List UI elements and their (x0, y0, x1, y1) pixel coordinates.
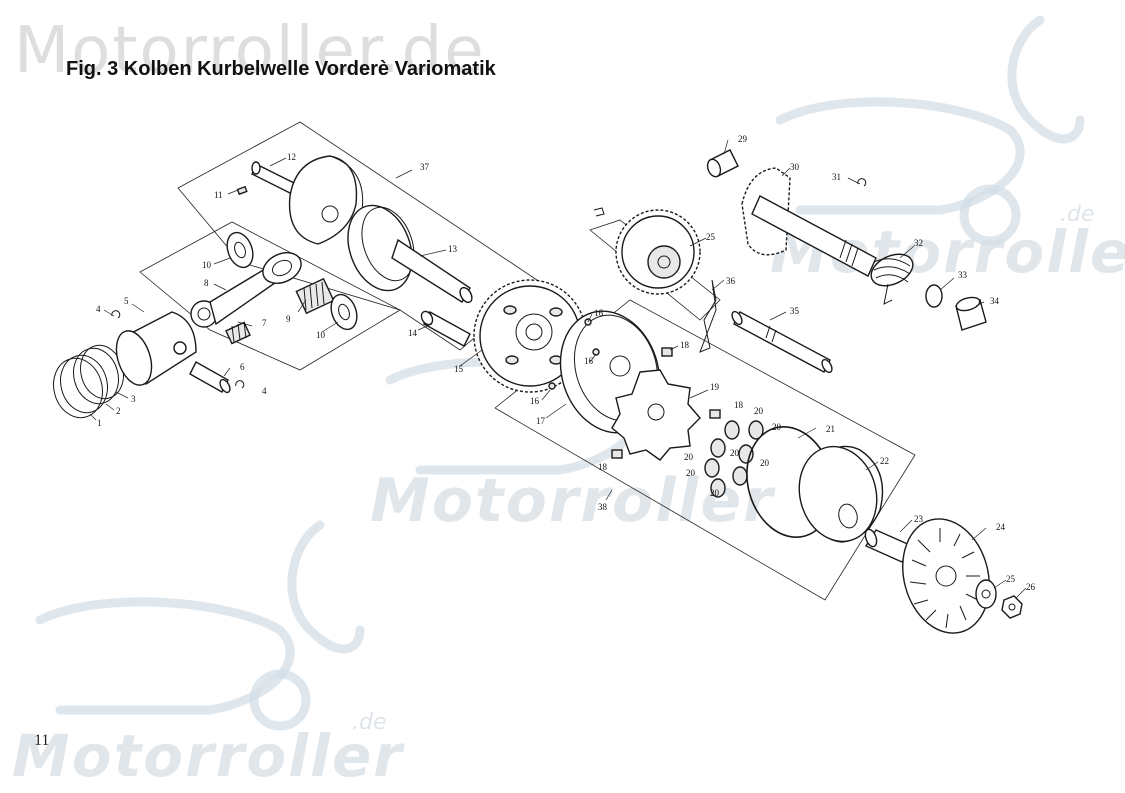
label-10-lower: 10 (316, 330, 326, 340)
label-30: 30 (790, 162, 800, 172)
label-4-lower: 4 (262, 386, 267, 396)
label-36: 36 (726, 276, 736, 286)
label-16-lower: 16 (530, 396, 540, 406)
label-16-mid: 16 (584, 356, 594, 366)
label-18-lower: 18 (598, 462, 608, 472)
piston-pin (189, 361, 231, 394)
label-35: 35 (790, 306, 800, 316)
needle-bearing-small (225, 321, 251, 345)
connecting-rod (190, 252, 302, 328)
label-6: 6 (240, 362, 245, 372)
part-number-labels: 1 2 3 4 5 6 4 7 8 9 10 10 11 12 13 14 15… (96, 134, 1036, 592)
needle-bearing-large (295, 277, 335, 315)
label-1: 1 (97, 418, 102, 428)
dowel-pin-b (592, 348, 600, 356)
label-20-e: 20 (686, 468, 696, 478)
watermark-bottom-tld: .de (352, 710, 387, 735)
starter-pinion-gear (615, 209, 701, 295)
leader-lines (89, 139, 1027, 599)
watermark-right-tld: .de (1060, 202, 1095, 227)
label-8: 8 (204, 278, 209, 288)
dowel-pin-c (548, 382, 556, 390)
label-14: 14 (408, 328, 418, 338)
label-4-upper: 4 (96, 304, 101, 314)
label-20-f: 20 (760, 458, 770, 468)
label-38: 38 (598, 502, 608, 512)
label-29: 29 (738, 134, 748, 144)
crank-pin (420, 310, 471, 347)
starter-ring-gear (473, 279, 587, 393)
variator-rollers (704, 420, 764, 498)
scooter-watermark-right (775, 15, 1085, 246)
label-37: 37 (420, 162, 430, 172)
pulley-washer (975, 579, 997, 609)
kickstart-spring (870, 253, 914, 305)
woodruff-key (236, 185, 248, 196)
label-33: 33 (958, 270, 968, 280)
label-3: 3 (131, 394, 136, 404)
spring-washer (925, 284, 943, 308)
figure-title: Fig. 3 Kolben Kurbelwelle Vorderè Variom… (66, 58, 496, 80)
crankshaft-right-half (347, 204, 473, 304)
label-20-a: 20 (754, 406, 764, 416)
page-number: 11 (34, 732, 50, 749)
ramp-plate (611, 369, 701, 461)
kickstart-gear-shaft (741, 167, 877, 277)
label-15: 15 (454, 364, 464, 374)
scooter-watermark-left (35, 520, 365, 731)
retaining-spring (699, 279, 717, 353)
fan-pulley (902, 518, 990, 634)
variator-bushing (864, 528, 914, 563)
pulley-nut (1001, 595, 1023, 619)
label-22: 22 (880, 456, 889, 466)
end-bush (955, 296, 987, 331)
shaft-bush (706, 149, 739, 178)
label-26: 26 (1026, 582, 1036, 592)
circlip-a (111, 310, 121, 319)
label-18-mid: 18 (734, 400, 744, 410)
label-24: 24 (996, 522, 1006, 532)
label-19: 19 (710, 382, 720, 392)
slider-a (661, 347, 673, 357)
variator-pulley (798, 445, 884, 543)
label-9: 9 (286, 314, 291, 324)
label-31: 31 (832, 172, 841, 182)
label-32: 32 (914, 238, 923, 248)
label-12: 12 (287, 152, 296, 162)
label-2: 2 (116, 406, 121, 416)
label-7: 7 (262, 318, 267, 328)
crankshaft-left-half (251, 155, 364, 245)
slider-b (709, 409, 721, 419)
label-20-d: 20 (730, 448, 740, 458)
label-17: 17 (536, 416, 546, 426)
label-10-upper: 10 (202, 260, 212, 270)
label-20-b: 20 (772, 422, 782, 432)
label-20-g: 20 (710, 488, 720, 498)
label-21: 21 (826, 424, 835, 434)
gear-clip (593, 207, 605, 217)
label-18-upper: 18 (680, 340, 690, 350)
circlip-b (235, 380, 245, 389)
slider-c (611, 449, 623, 459)
label-5: 5 (124, 296, 129, 306)
label-25-lower: 25 (1006, 574, 1016, 584)
shaft-clip (857, 178, 867, 187)
thrust-washer-b (330, 293, 358, 331)
thrust-washer-a (226, 231, 254, 269)
label-16-upper: 16 (594, 308, 604, 318)
drive-shaft (731, 310, 833, 374)
label-34: 34 (990, 296, 1000, 306)
label-25-upper: 25 (706, 232, 716, 242)
label-23: 23 (914, 514, 924, 524)
piston (115, 311, 197, 386)
label-13: 13 (448, 244, 458, 254)
label-20-c: 20 (684, 452, 694, 462)
label-11: 11 (214, 190, 223, 200)
